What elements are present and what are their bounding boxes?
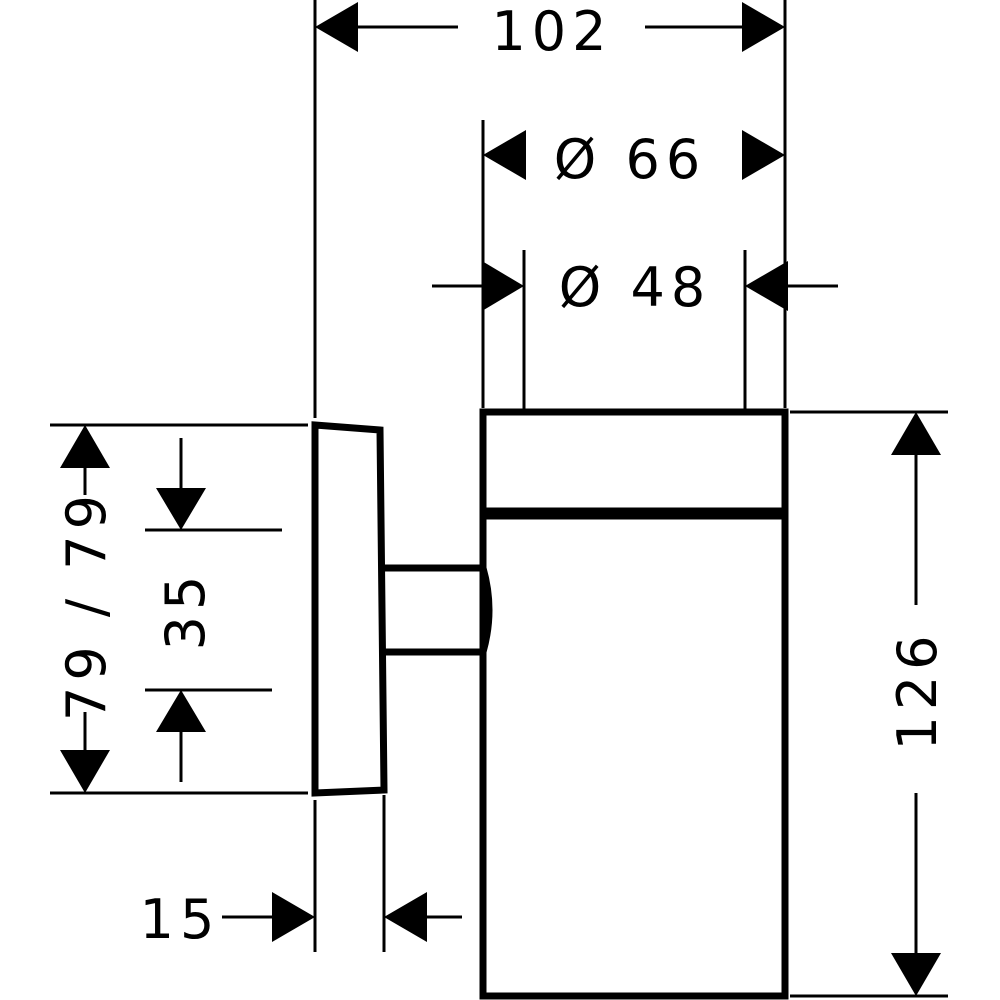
dimension-mount-offset: 35 bbox=[145, 438, 282, 782]
holder-body bbox=[479, 512, 789, 1000]
connecting-arm bbox=[384, 564, 493, 656]
dimension-rosette-depth: 15 bbox=[140, 795, 462, 952]
mount-offset-label: 35 bbox=[154, 570, 217, 651]
dimension-rosette-height: 79 / 79 bbox=[50, 423, 308, 795]
outer-diameter-label: Ø 66 bbox=[554, 128, 706, 191]
rosette-height-label: 79 / 79 bbox=[55, 489, 118, 721]
holder-rim bbox=[479, 408, 789, 515]
dimension-inner-diameter: Ø 48 bbox=[432, 250, 838, 410]
inner-diameter-label: Ø 48 bbox=[559, 256, 711, 319]
dimension-height: 126 bbox=[790, 410, 949, 998]
wall-rosette bbox=[311, 421, 388, 797]
object-outlines bbox=[311, 408, 789, 1000]
height-label: 126 bbox=[886, 629, 949, 750]
dimension-outer-diameter: Ø 66 bbox=[481, 120, 785, 408]
rosette-depth-label: 15 bbox=[140, 888, 221, 951]
dimension-overall-depth: 102 bbox=[313, 0, 787, 418]
overall-depth-label: 102 bbox=[491, 0, 612, 63]
